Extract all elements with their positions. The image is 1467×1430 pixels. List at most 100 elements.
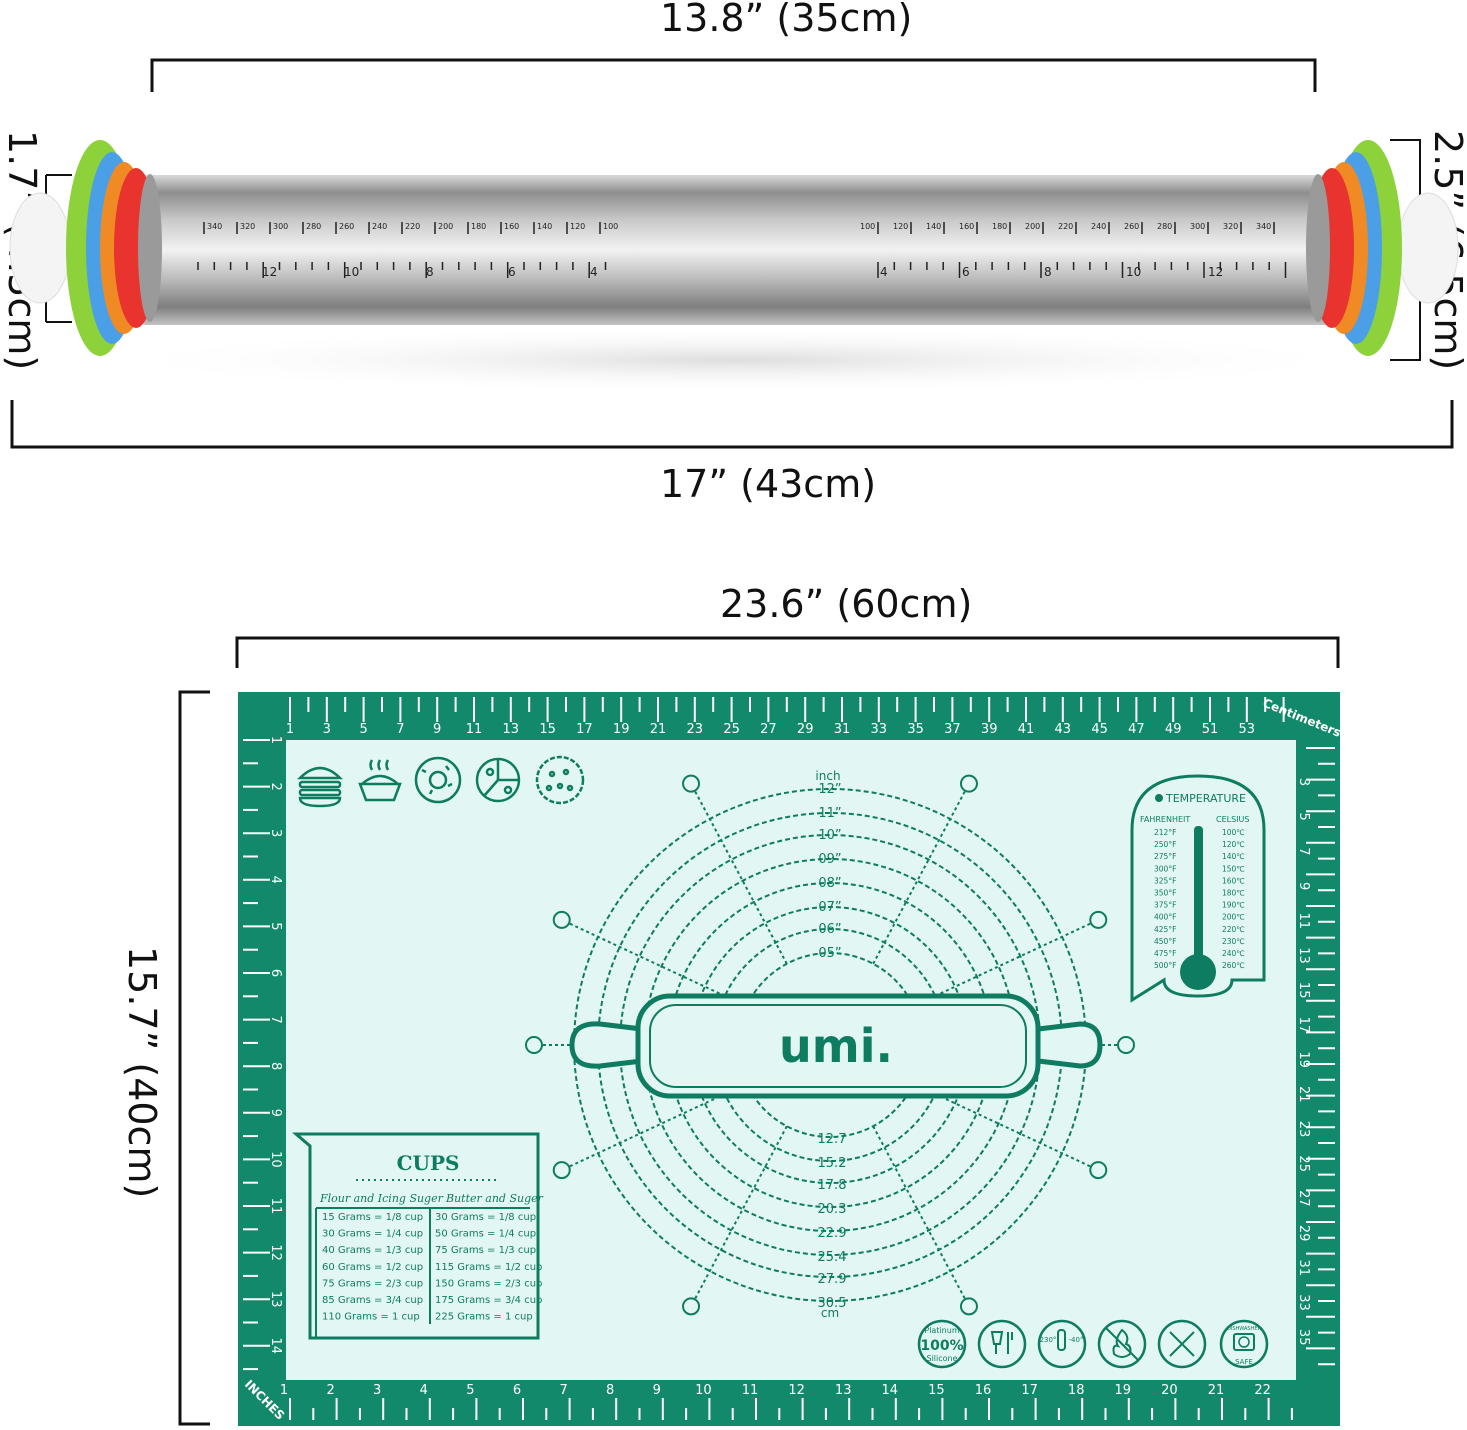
left-inch-label: 7: [268, 1015, 283, 1023]
dishwasher-top: DISHWASHER: [1227, 1326, 1261, 1332]
bottom-inch-label: 22: [1254, 1383, 1271, 1398]
pin-inch-label: 6: [508, 265, 516, 279]
right-cm-label: 13: [1296, 947, 1311, 964]
cups-row-flour: 60 Grams = 1/2 cup: [322, 1262, 423, 1273]
temp-cold-label: -40°: [1069, 1336, 1084, 1344]
fahrenheit-value: 212°F: [1154, 828, 1176, 837]
celsius-value: 240℃: [1222, 949, 1245, 958]
circle-inch-unit: inch: [815, 769, 840, 783]
food-safe-icon: [977, 1319, 1027, 1369]
right-cm-label: 9: [1296, 882, 1311, 890]
pizza-slice-icon: [682, 1297, 701, 1316]
bottom-inch-label: 20: [1161, 1383, 1178, 1398]
celsius-value: 100℃: [1222, 828, 1245, 837]
steel-rod: [140, 175, 1330, 325]
right-cm-label: 31: [1296, 1260, 1311, 1277]
circle-cm-label: 25.4: [818, 1250, 847, 1265]
pin-mm-label: 140: [537, 222, 552, 231]
bottom-inch-label: 18: [1068, 1383, 1085, 1398]
circle-cm-label: 30.5: [818, 1296, 847, 1311]
no-cutting-icon: [1157, 1319, 1207, 1369]
right-cm-label: 5: [1296, 813, 1311, 821]
pin-mm-label: 340: [1256, 222, 1271, 231]
top-cm-label: 5: [359, 722, 367, 737]
pin-inch-label: 12: [1208, 265, 1223, 279]
celsius-value: 140℃: [1222, 852, 1245, 861]
celsius-value: 200℃: [1222, 913, 1245, 922]
top-cm-label: 29: [797, 722, 814, 737]
top-cm-label: 39: [981, 722, 998, 737]
cups-title: CUPS: [397, 1151, 460, 1175]
bottom-inch-label: 13: [835, 1383, 852, 1398]
pin-mm-label: 220: [405, 222, 420, 231]
measure-spoke: [872, 788, 968, 965]
fahrenheit-value: 500°F: [1154, 961, 1176, 970]
circle-cm-labels: 12.715.217.820.322.925.427.930.5: [818, 1132, 847, 1311]
brand-logo: umi.: [779, 1019, 893, 1073]
fahrenheit-value: 250°F: [1154, 840, 1176, 849]
bottom-inch-label: 8: [606, 1383, 614, 1398]
total-length-label: 17” (43cm): [660, 462, 877, 506]
mat-rolling-pin-graphic: [569, 993, 1103, 1099]
bottom-inch-label: 17: [1021, 1383, 1038, 1398]
pin-mm-label: 160: [959, 222, 974, 231]
fahrenheit-value: 425°F: [1154, 925, 1176, 934]
circle-inch-label: 05”: [818, 946, 841, 961]
pin-mm-label: 140: [926, 222, 941, 231]
left-inch-label: 6: [268, 969, 283, 977]
circle-cm-label: 20.3: [818, 1202, 847, 1217]
dishwasher-bottom: SAFE: [1235, 1358, 1253, 1366]
right-cm-label: 11: [1296, 913, 1311, 930]
fahrenheit-values: 212°F250°F275°F300°F325°F350°F375°F400°F…: [1154, 828, 1176, 970]
pin-mm-label: 260: [339, 222, 354, 231]
cups-row-butter: 30 Grams = 1/8 cup: [435, 1212, 536, 1223]
left-inch-label: 4: [268, 876, 283, 884]
right-cm-label: 17: [1296, 1017, 1311, 1034]
pin-mm-label: 340: [207, 222, 222, 231]
bottom-inch-label: 16: [975, 1383, 992, 1398]
pin-mm-label: 200: [438, 222, 453, 231]
pin-mm-label: 180: [992, 222, 1007, 231]
cups-row-butter: 225 Grams = 1 cup: [435, 1312, 533, 1323]
pin-mm-label: 320: [240, 222, 255, 231]
mat-ruler-ticks: [243, 697, 1335, 1420]
bottom-inch-label: 11: [742, 1383, 759, 1398]
left-inch-label: 8: [268, 1062, 283, 1070]
inner-length-label: 13.8” (35cm): [660, 0, 913, 40]
measure-spoke: [912, 921, 1094, 1008]
measure-spoke: [692, 1125, 788, 1302]
cups-row-butter: 150 Grams = 2/3 cup: [435, 1278, 542, 1289]
right-cm-label: 3: [1296, 778, 1311, 786]
circle-inch-label: 07”: [818, 900, 841, 915]
circle-cm-label: 27.9: [818, 1272, 847, 1287]
bottom-inch-label: 1: [280, 1383, 288, 1398]
top-cm-label: 9: [433, 722, 441, 737]
top-cm-label: 51: [1202, 722, 1219, 737]
pizza-slice-icon: [959, 774, 978, 793]
cups-row-butter: 115 Grams = 1/2 cup: [435, 1262, 542, 1273]
bottom-inch-label: 19: [1115, 1383, 1132, 1398]
pin-mm-label: 160: [504, 222, 519, 231]
right-cm-label: 23: [1296, 1121, 1311, 1138]
bottom-inch-label: 7: [559, 1383, 567, 1398]
cups-table: [291, 1132, 540, 1340]
dishwasher-safe-badge: [1219, 1319, 1269, 1369]
pin-inch-label: 12: [262, 265, 277, 279]
right-cm-label: 19: [1296, 1051, 1311, 1068]
bottom-inch-label: 10: [695, 1383, 712, 1398]
bottom-inch-label: 9: [653, 1383, 661, 1398]
fahrenheit-value: 375°F: [1154, 901, 1176, 910]
platinum-bottom: Silicone: [926, 1354, 957, 1363]
top-cm-label: 7: [396, 722, 404, 737]
cups-col1-header: Flour and Icing Suger: [319, 1192, 444, 1205]
top-cm-label: 19: [613, 722, 630, 737]
mat-width-label: 23.6” (60cm): [720, 582, 973, 626]
pin-inch-label: 10: [344, 265, 359, 279]
bottom-inch-label: 12: [788, 1383, 805, 1398]
top-cm-label: 37: [944, 722, 961, 737]
bottom-inch-label: 14: [882, 1383, 899, 1398]
cups-row-flour: 30 Grams = 1/4 cup: [322, 1229, 423, 1240]
